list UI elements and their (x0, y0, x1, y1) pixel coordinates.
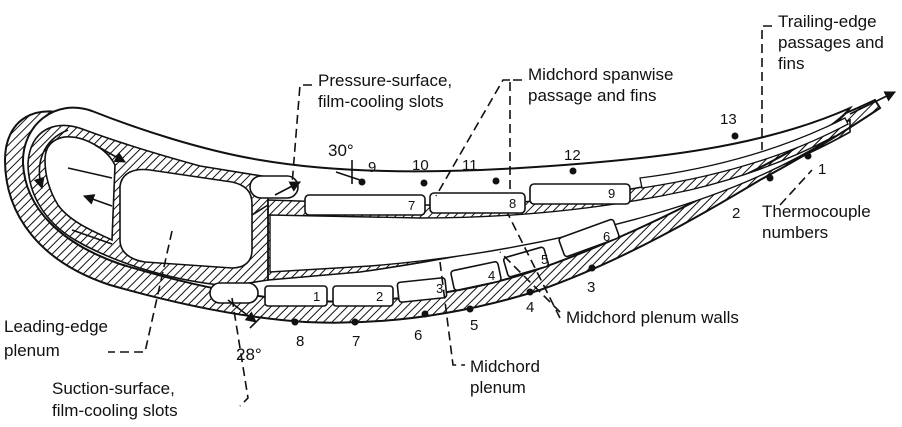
thermocouple-3-label: 3 (587, 279, 595, 296)
passage-5-cell (502, 246, 550, 278)
passage-8-label: 8 (509, 196, 516, 211)
plenum-divider-lower (71, 229, 113, 245)
trailing-edge-leader (761, 25, 772, 150)
passage-3-cell (396, 277, 448, 303)
midchord-plenum-label: Midchord plenum (470, 357, 545, 397)
midchord-passage-leader-b (435, 79, 510, 197)
thermocouple-5-dot (466, 305, 474, 313)
passage-1-label: 1 (313, 289, 320, 304)
thermocouple-10-dot (420, 179, 428, 187)
passage-8-cell (429, 192, 526, 214)
thermocouple-label: Thermocouple numbers (762, 202, 875, 242)
leading-edge-impingement-cavity (44, 136, 116, 242)
suction-slot-ellipse (209, 282, 259, 304)
midchord-walls-leader-b (507, 213, 561, 319)
passage-3-label: 3 (436, 281, 443, 296)
passage-9-cell (529, 183, 631, 205)
thermocouple-1-label: 1 (818, 161, 826, 178)
thermocouple-9-label: 9 (368, 159, 376, 176)
plenum-divider-right (251, 204, 269, 216)
thermocouple-7-label: 7 (352, 333, 360, 350)
passage-9-label: 9 (608, 186, 615, 201)
leading-edge-plenum (119, 168, 253, 269)
trailing-edge-passage (639, 117, 849, 189)
thermocouple-6-dot (421, 310, 429, 318)
passage-7-cell (304, 194, 426, 216)
midchord-passage-leader-a (509, 79, 522, 190)
suction-angle-ref (249, 315, 263, 329)
thermocouple-13-dot (731, 132, 739, 140)
thermocouple-8-dot (291, 318, 299, 326)
passage-6-cell (558, 218, 620, 258)
thermocouple-5-label: 5 (470, 317, 478, 334)
thermocouple-11-label: 11 (462, 157, 478, 174)
midchord-walls-leader-a (499, 251, 561, 313)
thermocouple-2-dot (766, 174, 774, 182)
pressure-slots-leader (291, 84, 312, 186)
midchord-plenum (269, 135, 836, 273)
thermocouple-10-label: 10 (412, 157, 429, 174)
leading-edge-plenum-leader (108, 230, 173, 353)
flow-arrow-le-curve (33, 129, 69, 190)
thermocouple-12-label: 12 (564, 147, 581, 164)
flow-arrow-exit (849, 91, 897, 115)
thermocouple-leader (779, 169, 813, 206)
midchord-walls-label: Midchord plenum walls (566, 308, 739, 327)
thermocouple-6-label: 6 (414, 327, 422, 344)
plenum-divider-upper (67, 167, 113, 179)
thermocouple-dots (291, 132, 812, 326)
thermocouple-2-label: 2 (732, 205, 740, 222)
passage-1-cell (264, 285, 328, 307)
passage-2-cell (332, 285, 394, 307)
thermocouple-11-dot (492, 177, 500, 185)
thermocouple-4-label: 4 (526, 299, 534, 316)
passage-4-label: 4 (488, 268, 495, 283)
thermocouple-7-dot (351, 318, 359, 326)
suction-slots-label: Suction-surface, film-cooling slots (52, 379, 180, 420)
thermocouple-4-dot (526, 288, 534, 296)
passage-4-cell (450, 260, 502, 292)
thermocouple-1-dot (804, 152, 812, 160)
passage-6-label: 6 (603, 229, 610, 244)
thermocouple-9-dot (358, 178, 366, 186)
thermocouple-13-label: 13 (720, 111, 737, 128)
flow-arrow-pressure-slot (274, 181, 301, 196)
flow-arrow-le-lower (82, 194, 113, 207)
passage-2-label: 2 (376, 289, 383, 304)
thermocouple-8-label: 8 (296, 333, 304, 350)
midchord-passage-label: Midchord spanwise passage and fins (528, 65, 678, 105)
suction-slots-leader (231, 297, 249, 407)
pressure-angle-label: 30° (328, 141, 354, 160)
passage-5-label: 5 (541, 252, 548, 267)
leading-edge-plenum-label: Leading-edge plenum (4, 317, 113, 360)
thermocouple-12-dot (569, 167, 577, 175)
trailing-edge-label: Trailing-edge passages and fins (778, 12, 889, 73)
flow-arrow-le-upper (94, 144, 126, 163)
pressure-slots-label: Pressure-surface, film-cooling slots (318, 71, 457, 111)
thermocouple-3-dot (588, 264, 596, 272)
pressure-angle-ref (335, 171, 361, 181)
passage-7-label: 7 (408, 198, 415, 213)
midchord-plenum-leader (439, 261, 465, 366)
